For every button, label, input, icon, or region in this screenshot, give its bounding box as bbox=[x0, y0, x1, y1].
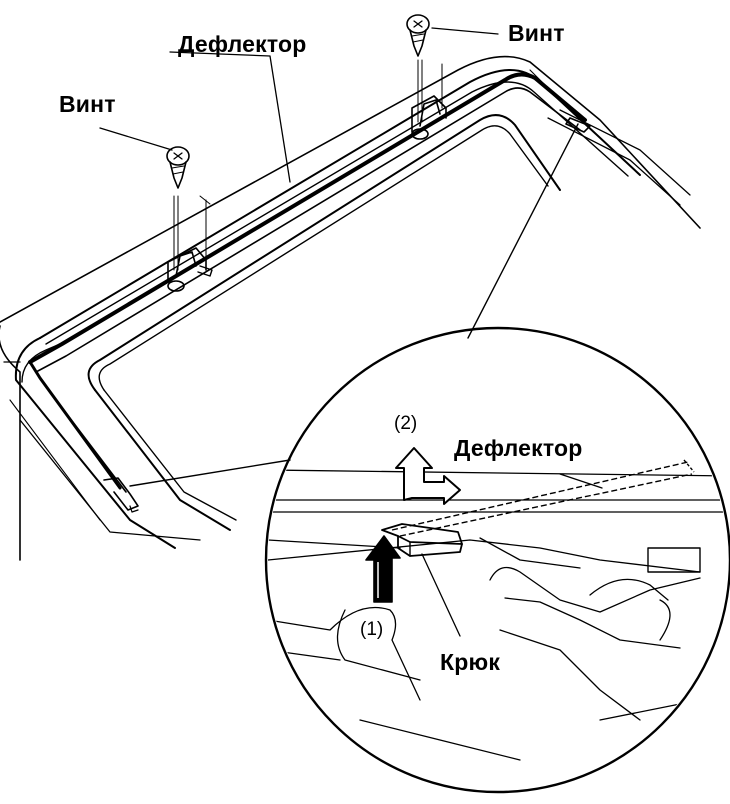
right-outer-trim bbox=[529, 69, 691, 206]
detail-leader-lines bbox=[421, 473, 603, 637]
deflector-rail bbox=[28, 72, 587, 493]
left-lower-trim bbox=[9, 399, 201, 541]
deflector-detail-dashed bbox=[391, 459, 695, 537]
left-screw-icon bbox=[166, 146, 190, 189]
screw-label-left: Винт bbox=[59, 91, 116, 117]
rail-hook-right bbox=[565, 117, 591, 133]
hook-label: Крюк bbox=[440, 649, 501, 675]
detail-connector-lines bbox=[129, 123, 579, 487]
rail-hook-left bbox=[103, 477, 139, 513]
leader-lines bbox=[99, 27, 499, 183]
step-2-label: (2) bbox=[394, 413, 418, 434]
screw-label-right: Винт bbox=[508, 20, 565, 46]
detail-magnifier bbox=[264, 326, 730, 794]
arrow-step-1-icon bbox=[365, 535, 401, 603]
glass-opening bbox=[87, 114, 561, 531]
deflector-label: Дефлектор bbox=[178, 31, 307, 57]
left-screw-bracket bbox=[167, 195, 213, 292]
arrow-step-2-icon bbox=[395, 447, 461, 505]
hook-detail bbox=[381, 523, 463, 557]
right-screw-bracket bbox=[411, 59, 447, 140]
deflector-detail-label: Дефлектор bbox=[454, 435, 583, 461]
right-screw-icon bbox=[406, 14, 430, 57]
step-1-label: (1) bbox=[360, 619, 384, 640]
